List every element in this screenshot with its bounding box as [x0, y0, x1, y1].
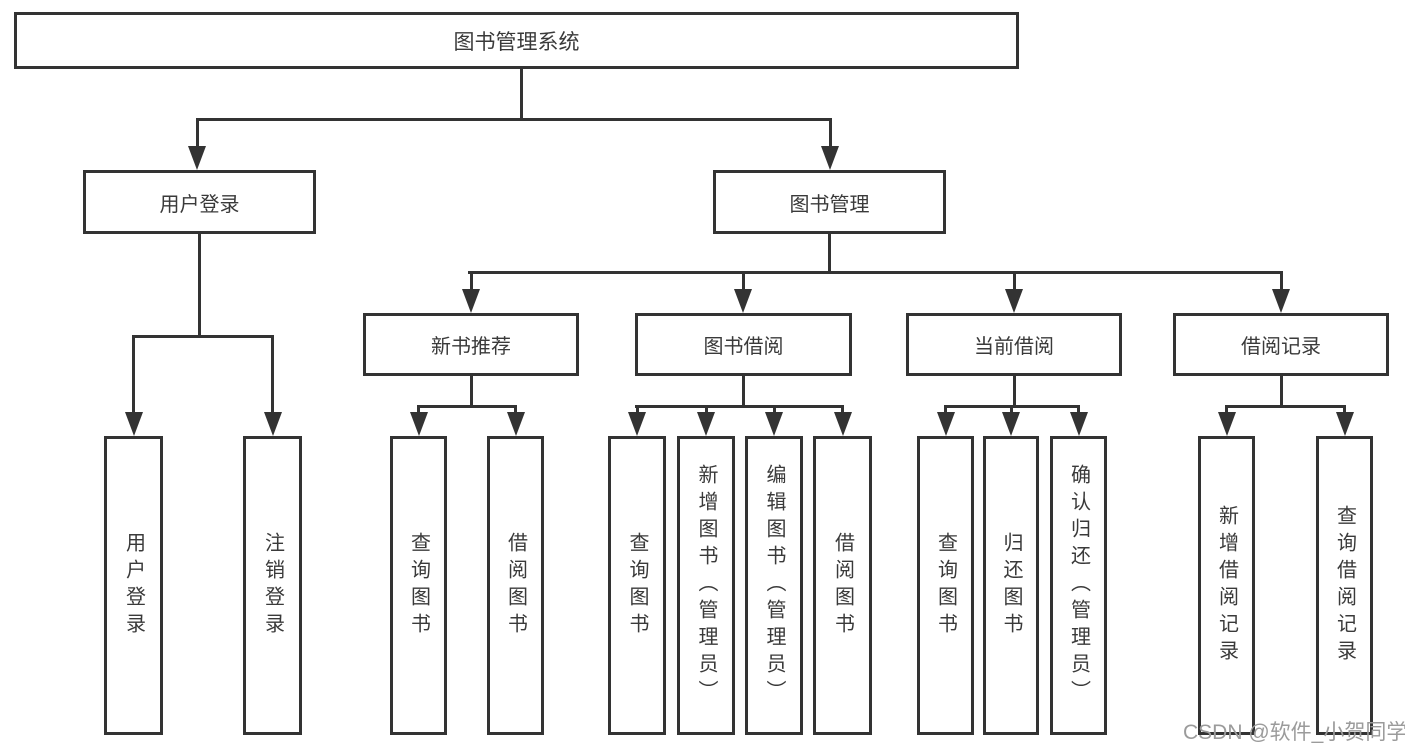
- arrow-down-icon: [507, 412, 525, 436]
- leaf-recommend-borrow-book: 借阅图书: [487, 436, 544, 735]
- connector-line: [1225, 405, 1346, 408]
- arrow-down-icon: [937, 412, 955, 436]
- node-new-book-recommend: 新书推荐: [363, 313, 579, 376]
- arrow-down-icon: [462, 289, 480, 313]
- connector-line: [742, 376, 745, 408]
- node-current-borrow: 当前借阅: [906, 313, 1122, 376]
- connector-line: [468, 271, 1283, 274]
- connector-line: [1280, 376, 1283, 408]
- arrow-down-icon: [1272, 289, 1290, 313]
- connector-line: [417, 405, 517, 408]
- connector-line: [271, 335, 274, 417]
- connector-line: [132, 335, 135, 417]
- connector-line: [1013, 271, 1016, 295]
- csdn-watermark: CSDN @软件_小贺同学: [1183, 721, 1405, 744]
- leaf-add-book-admin-label: 新增图书（管理员）: [695, 464, 717, 707]
- leaf-add-borrow-record-label: 新增借阅记录: [1215, 504, 1238, 667]
- node-borrow-records-label: 借阅记录: [1241, 336, 1321, 358]
- connector-line: [520, 69, 523, 121]
- arrow-down-icon: [834, 412, 852, 436]
- connector-line: [635, 405, 844, 408]
- leaf-add-book-admin: 新增图书（管理员）: [677, 436, 735, 735]
- connector-line: [196, 118, 832, 121]
- arrow-down-icon: [1070, 412, 1088, 436]
- connector-line: [198, 234, 201, 337]
- arrow-down-icon: [410, 412, 428, 436]
- connector-line: [829, 118, 832, 150]
- connector-line: [1280, 271, 1283, 295]
- arrow-down-icon: [821, 146, 839, 170]
- node-book-management: 图书管理: [713, 170, 946, 234]
- leaf-recommend-query-book: 查询图书: [390, 436, 447, 735]
- connector-line: [828, 234, 831, 273]
- node-current-borrow-label: 当前借阅: [974, 336, 1054, 358]
- connector-line: [132, 335, 274, 338]
- arrow-down-icon: [188, 146, 206, 170]
- arrow-down-icon: [1005, 289, 1023, 313]
- leaf-return-book: 归还图书: [983, 436, 1039, 735]
- arrow-down-icon: [734, 289, 752, 313]
- leaf-current-query-book: 查询图书: [917, 436, 974, 735]
- arrow-down-icon: [628, 412, 646, 436]
- leaf-user-login-label: 用户登录: [122, 531, 145, 640]
- leaf-add-borrow-record: 新增借阅记录: [1198, 436, 1255, 735]
- connector-line: [1013, 376, 1016, 408]
- connector-line: [196, 118, 199, 150]
- leaf-borrow-book: 借阅图书: [813, 436, 872, 735]
- node-book-borrow: 图书借阅: [635, 313, 852, 376]
- leaf-return-book-label: 归还图书: [1000, 531, 1022, 640]
- leaf-recommend-borrow-book-label: 借阅图书: [504, 531, 527, 640]
- leaf-user-login: 用户登录: [104, 436, 163, 735]
- leaf-query-borrow-record-label: 查询借阅记录: [1333, 504, 1356, 667]
- leaf-edit-book-admin-label: 编辑图书（管理员）: [763, 464, 785, 707]
- leaf-logout-label: 注销登录: [261, 531, 284, 640]
- leaf-confirm-return-admin: 确认归还（管理员）: [1050, 436, 1107, 735]
- leaf-borrow-query-book-label: 查询图书: [626, 531, 648, 640]
- arrow-down-icon: [1002, 412, 1020, 436]
- connector-line: [742, 271, 745, 295]
- node-book-borrow-label: 图书借阅: [703, 336, 784, 358]
- connector-line: [470, 271, 473, 295]
- leaf-logout: 注销登录: [243, 436, 302, 735]
- arrow-down-icon: [264, 412, 282, 436]
- leaf-recommend-query-book-label: 查询图书: [407, 531, 430, 640]
- node-new-book-recommend-label: 新书推荐: [431, 336, 511, 358]
- leaf-confirm-return-admin-label: 确认归还（管理员）: [1067, 464, 1090, 707]
- leaf-edit-book-admin: 编辑图书（管理员）: [745, 436, 803, 735]
- arrow-down-icon: [125, 412, 143, 436]
- arrow-down-icon: [1336, 412, 1354, 436]
- node-root-label: 图书管理系统: [453, 30, 580, 54]
- leaf-borrow-book-label: 借阅图书: [831, 531, 854, 640]
- node-book-management-label: 图书管理: [789, 193, 870, 216]
- connector-line: [470, 376, 473, 408]
- arrow-down-icon: [765, 412, 783, 436]
- node-user-login-label: 用户登录: [159, 193, 240, 216]
- arrow-down-icon: [697, 412, 715, 436]
- leaf-current-query-book-label: 查询图书: [934, 531, 957, 640]
- node-root: 图书管理系统: [14, 12, 1019, 69]
- leaf-borrow-query-book: 查询图书: [608, 436, 666, 735]
- node-borrow-records: 借阅记录: [1173, 313, 1389, 376]
- leaf-query-borrow-record: 查询借阅记录: [1316, 436, 1373, 735]
- node-user-login: 用户登录: [83, 170, 316, 234]
- arrow-down-icon: [1218, 412, 1236, 436]
